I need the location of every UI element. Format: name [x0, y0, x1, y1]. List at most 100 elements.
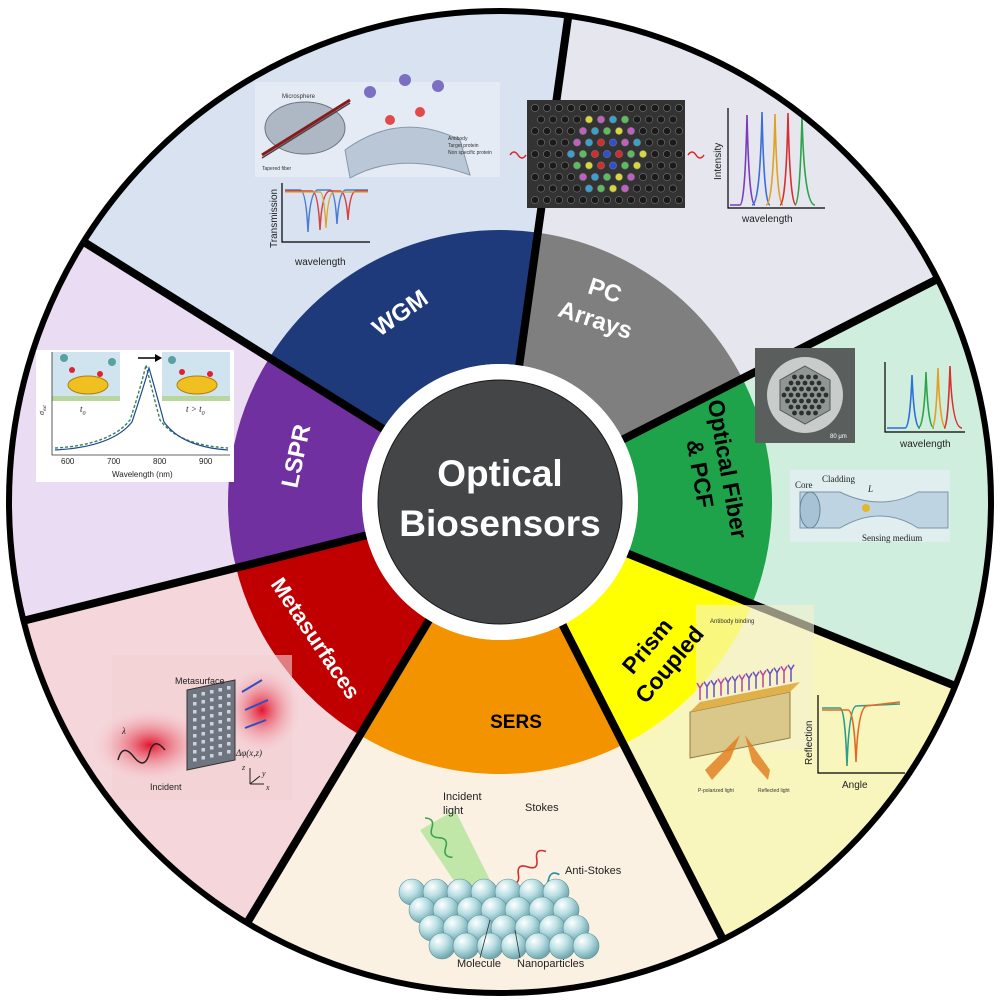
- pc-hole: [627, 173, 635, 181]
- meta-cell: [218, 736, 222, 740]
- pc-hole: [639, 173, 647, 181]
- pc-hole: [591, 196, 599, 204]
- pc-hole: [543, 150, 551, 158]
- meta-cell: [201, 756, 205, 760]
- center-title-line2: Biosensors: [399, 503, 601, 544]
- prism-antibody: [745, 672, 753, 691]
- band-wgm: [269, 230, 538, 429]
- band-pc: [519, 232, 743, 440]
- pc-hole: [579, 127, 587, 135]
- prism-antibody: [766, 668, 774, 686]
- center-hub: [377, 379, 623, 625]
- sers-nanoparticle: [500, 932, 528, 960]
- pc-hole: [555, 104, 563, 112]
- prism-ylabel: Reflection: [804, 721, 815, 765]
- fiber-hole: [792, 386, 797, 392]
- meta-cell: [193, 758, 197, 762]
- pc-hole: [651, 150, 659, 158]
- pc-hole: [609, 184, 617, 193]
- pc-hole: [627, 150, 635, 158]
- fiber-hole: [785, 398, 790, 404]
- pc-xlabel: wavelength: [741, 214, 793, 225]
- meta-cell: [210, 722, 214, 726]
- pc-hole: [675, 196, 683, 204]
- sers-nanoparticle: [524, 932, 552, 960]
- pc-hole: [663, 127, 671, 135]
- outer-ring: [6, 8, 994, 996]
- pc-hole: [549, 115, 557, 124]
- pc-hole: [663, 104, 671, 112]
- pc-hole: [555, 127, 563, 135]
- pc-hole: [543, 173, 551, 181]
- meta-x: x: [265, 783, 270, 792]
- meta-cell: [218, 752, 222, 756]
- pc-hole: [603, 173, 611, 181]
- sers-incident-2: light: [443, 805, 463, 817]
- prism-xlabel: Angle: [842, 780, 868, 791]
- pc-hole: [567, 127, 575, 135]
- label-sers: SERS: [490, 712, 542, 733]
- divider-lspr: [22, 529, 377, 625]
- meta-z: z: [241, 763, 246, 772]
- pc-hole: [621, 138, 629, 147]
- meta-cell: [227, 718, 231, 722]
- pc-hole: [645, 184, 653, 193]
- meta-cell: [201, 724, 205, 728]
- pc-hole: [651, 196, 659, 204]
- meta-cell: [193, 726, 197, 730]
- meta-cell: [210, 754, 214, 758]
- meta-cell: [193, 742, 197, 746]
- pc-hole: [615, 173, 623, 181]
- fiber-hole: [809, 380, 815, 386]
- lspr-xlabel: Wavelength (nm): [112, 470, 173, 479]
- meta-cell: [227, 710, 231, 714]
- fiber-xlabel: wavelength: [899, 439, 951, 450]
- meta-cell: [201, 732, 205, 736]
- fiber-hole: [799, 386, 804, 392]
- pc-hole: [639, 127, 647, 135]
- wgm-ylabel: Transmission: [269, 189, 280, 248]
- prism-inset: Antibody binding P-polarized light Refle…: [689, 605, 905, 794]
- pc-hole: [597, 115, 605, 124]
- meta-cell: [218, 744, 222, 748]
- pc-hole: [561, 115, 569, 124]
- meta-cell: [193, 694, 197, 698]
- meta-cell: [227, 726, 231, 730]
- fiber-medium: Sensing medium: [862, 533, 922, 543]
- pc-hole: [555, 150, 563, 158]
- pc-hole: [615, 104, 623, 112]
- meta-cell: [227, 750, 231, 754]
- pc-hole: [609, 115, 617, 124]
- pc-hole: [531, 104, 539, 112]
- fiber-L: L: [867, 484, 873, 494]
- fiber-hole: [813, 386, 818, 392]
- pc-hole: [597, 138, 605, 147]
- band-sers: [359, 620, 624, 774]
- pc-hole: [675, 104, 683, 112]
- prism-antibody: [773, 667, 781, 685]
- wgm-key1: Antibody: [448, 136, 468, 142]
- pc-hole: [645, 115, 653, 124]
- meta-cell: [201, 716, 205, 720]
- meta-cell: [227, 702, 231, 706]
- fiber-hole: [820, 386, 825, 392]
- pc-hole: [657, 184, 665, 193]
- pc-hole: [603, 104, 611, 112]
- pc-hole: [549, 138, 557, 147]
- pc-hole: [597, 161, 605, 170]
- fiber-hole: [806, 374, 811, 380]
- fiber-hole: [806, 410, 811, 416]
- pc-ylabel: Intensity: [713, 143, 724, 180]
- pc-hole: [627, 196, 635, 204]
- meta-cell: [193, 750, 197, 754]
- pc-hole: [627, 127, 635, 135]
- sers-incident-1: Incident: [443, 791, 482, 803]
- fiber-hole: [788, 380, 794, 386]
- band-prism: [562, 553, 753, 745]
- lspr-tick-2: 800: [153, 457, 167, 466]
- lspr-ylabel: σext: [37, 405, 48, 415]
- prism-antibody: [696, 682, 704, 700]
- center-title-line1: Optical: [437, 453, 562, 494]
- pc-hole: [663, 150, 671, 158]
- pc-hole: [579, 150, 587, 158]
